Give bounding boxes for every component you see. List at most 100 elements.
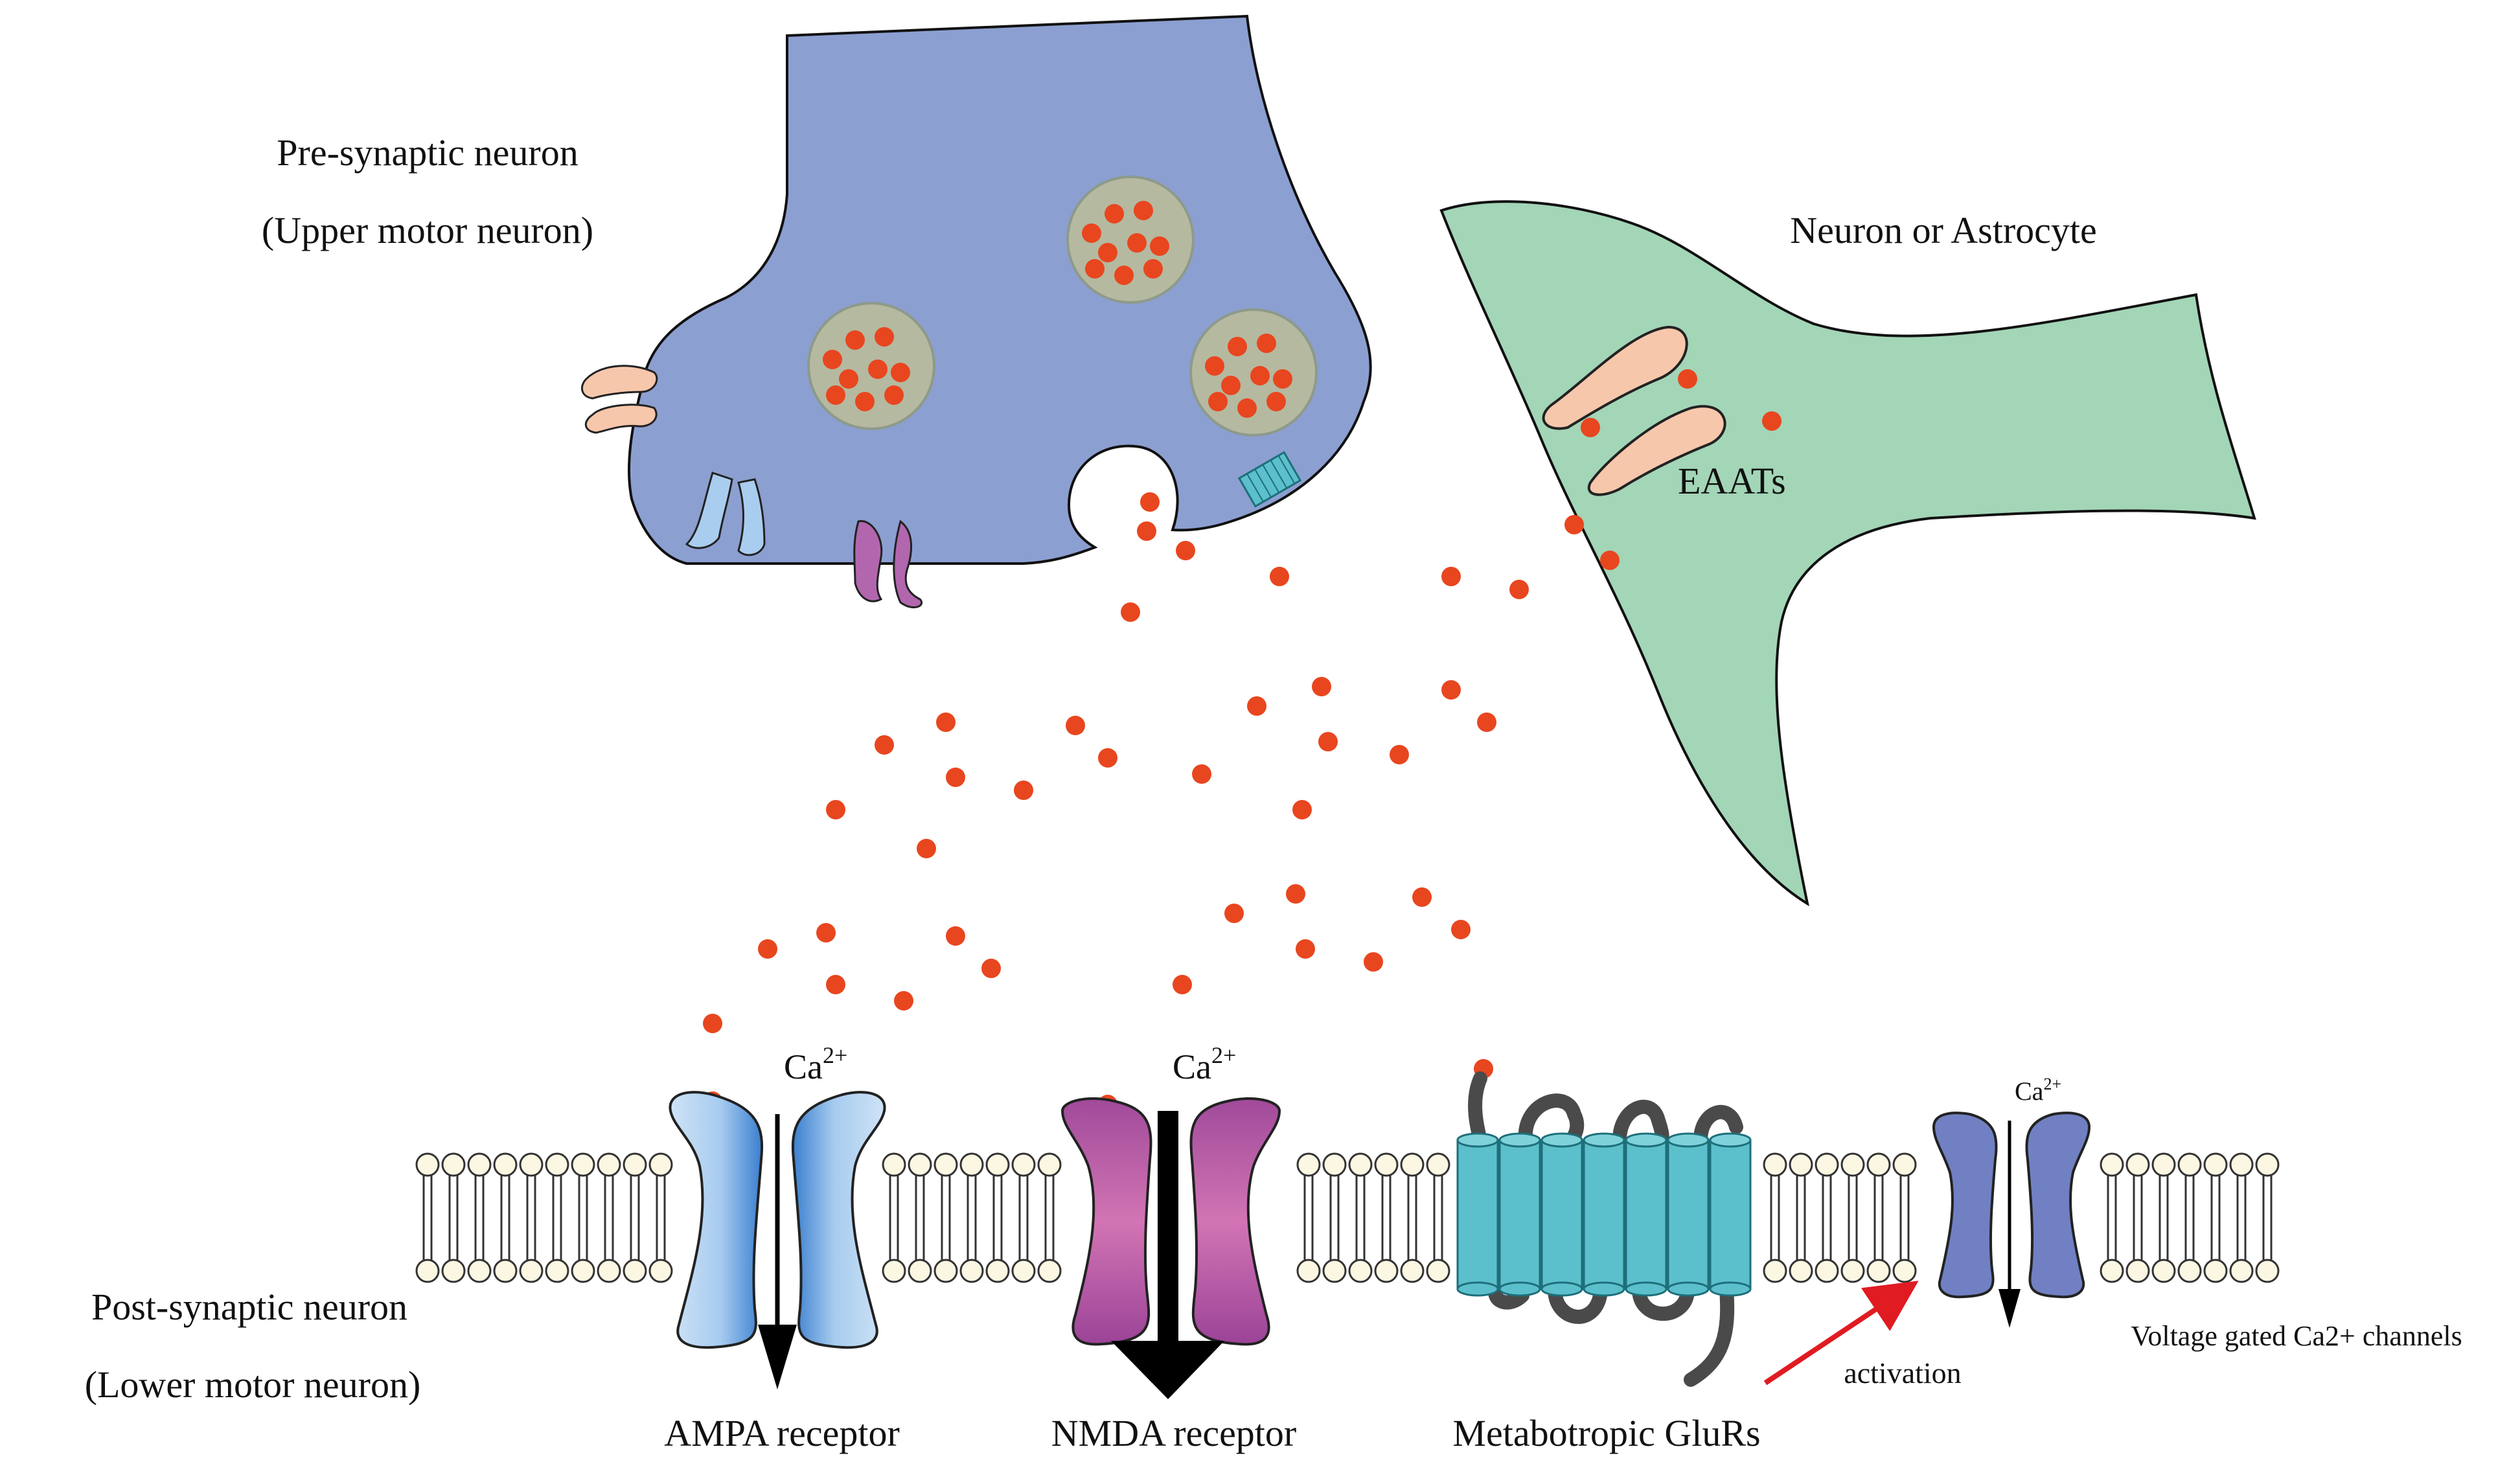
- glutamate-dot: [917, 839, 936, 858]
- eaats-label: EAATs: [1678, 460, 1786, 502]
- glutamate-dot: [1014, 781, 1033, 800]
- glutamate-dot: [1137, 521, 1156, 541]
- vesicle-glutamate-dot: [891, 363, 910, 382]
- phospholipid: [648, 1152, 673, 1283]
- glutamate-dot: [1292, 800, 1312, 819]
- glutamate-dot: [1441, 680, 1461, 700]
- mglur-helix-top: [1667, 1132, 1710, 1148]
- presynaptic-eaat-icon: [580, 365, 658, 434]
- mglur-helix: [1541, 1139, 1583, 1290]
- vesicle-glutamate-dot: [1098, 243, 1117, 262]
- vesicle-glutamate-dot: [1221, 376, 1241, 395]
- mglur-helix-top: [1583, 1132, 1625, 1148]
- pre-synaptic-label: Pre-synaptic neuron: [277, 131, 578, 174]
- glutamate-dot: [758, 939, 777, 959]
- phospholipid: [2125, 1152, 2150, 1283]
- vesicle-glutamate-dot: [1273, 369, 1292, 389]
- nmda-receptor-label: NMDA receptor: [1051, 1412, 1297, 1454]
- glutamate-dot: [981, 959, 1001, 978]
- mglur-helix: [1456, 1139, 1499, 1290]
- vesicle-glutamate-dot: [1114, 266, 1134, 285]
- phospholipid: [2255, 1152, 2280, 1283]
- glutamate-dot: [1509, 580, 1529, 599]
- presynaptic-mglur-icon: [1237, 451, 1302, 508]
- phospholipid: [2203, 1152, 2228, 1283]
- glutamate-dot: [1312, 677, 1331, 696]
- vgcc-label: Voltage gated Ca2+ channels: [2131, 1320, 2462, 1352]
- phospholipid: [934, 1152, 958, 1283]
- vesicle-glutamate-dot: [1208, 392, 1228, 411]
- phospholipid: [441, 1152, 466, 1283]
- phospholipid: [1011, 1152, 1036, 1283]
- mglur-helix-top: [1625, 1132, 1667, 1148]
- vesicle-glutamate-dot: [1127, 233, 1147, 253]
- glutamate-dot: [946, 768, 965, 787]
- nmda-receptor-channel: [1060, 1097, 1281, 1399]
- astrocyte: [1439, 200, 2256, 907]
- vesicle-glutamate-dots: [823, 201, 1292, 418]
- post-synaptic-membrane: [415, 1152, 2280, 1283]
- phospholipid: [1892, 1152, 1917, 1283]
- glutamate-molecules: [703, 369, 1781, 1114]
- phospholipid: [1374, 1152, 1399, 1283]
- mglur-helix: [1583, 1139, 1625, 1290]
- glutamate-dot: [1441, 567, 1461, 586]
- vesicle-glutamate-dot: [1134, 201, 1153, 220]
- vesicle-glutamate-dot: [1085, 259, 1105, 279]
- vesicle-glutamate-dot: [1237, 398, 1257, 418]
- mglur-helix-bottom: [1498, 1281, 1541, 1297]
- phospholipid: [467, 1152, 492, 1283]
- phospholipid: [908, 1152, 932, 1283]
- pre-synaptic-sublabel: (Upper motor neuron): [262, 209, 593, 251]
- glutamate-dot: [1247, 696, 1266, 716]
- phospholipid: [519, 1152, 544, 1283]
- glutamate-dot: [1286, 884, 1305, 904]
- glutamate-dot: [1390, 745, 1409, 764]
- voltage-gated-ca-channel: [1932, 1112, 2091, 1328]
- post-synaptic-label: Post-synaptic neuron: [91, 1286, 407, 1328]
- glutamate-dot: [894, 991, 913, 1010]
- vesicle-glutamate-dot: [1105, 204, 1124, 223]
- mglur-helix-bottom: [1667, 1281, 1710, 1297]
- glutamate-dot: [1098, 748, 1117, 768]
- phospholipid: [1322, 1152, 1347, 1283]
- activation-arrow: [1763, 1281, 1919, 1386]
- glutamate-dot: [1121, 602, 1140, 622]
- glutamate-dot: [1192, 764, 1211, 784]
- vesicle-glutamate-dot: [1266, 392, 1286, 411]
- phospholipid: [493, 1152, 518, 1283]
- vesicle-glutamate-dot: [1228, 337, 1247, 356]
- glutamate-dot: [703, 1014, 722, 1033]
- post-synaptic-sublabel: (Lower motor neuron): [85, 1364, 421, 1406]
- glutamate-dot: [826, 800, 845, 819]
- astrocyte-eaat-transporter: [1542, 325, 1726, 496]
- glutamate-dot: [1762, 411, 1781, 431]
- mglur-helix: [1667, 1139, 1710, 1290]
- vesicle-glutamate-dot: [868, 360, 888, 379]
- phospholipid: [545, 1152, 569, 1283]
- glutamate-dot: [1364, 952, 1383, 972]
- metabotropic-glur: [1456, 1071, 1752, 1387]
- vesicle-glutamate-dot: [875, 327, 894, 347]
- glutamate-dot: [875, 735, 894, 755]
- phospholipid: [985, 1152, 1010, 1283]
- vesicle-glutamate-dot: [1143, 259, 1163, 279]
- vesicle-glutamate-dot: [884, 385, 904, 405]
- mglur-helix-bottom: [1541, 1281, 1583, 1297]
- mglur-transmembrane-helices: [1456, 1132, 1752, 1297]
- vesicle-glutamate-dot: [823, 350, 842, 369]
- mglur-helix-bottom: [1583, 1281, 1625, 1297]
- glutamate-dot: [1412, 887, 1432, 907]
- vesicle-glutamate-dot: [1205, 356, 1224, 376]
- glutamate-dot: [1477, 713, 1496, 732]
- vesicle-glutamate-dot: [855, 392, 875, 411]
- ampa-ca-label: Ca2+: [784, 1042, 847, 1086]
- glutamate-dot: [1066, 716, 1085, 735]
- phospholipid: [2100, 1152, 2124, 1283]
- glutamate-dot: [1296, 939, 1315, 959]
- glutamate-dot: [1318, 732, 1338, 751]
- pre-synaptic-neuron: [580, 14, 1372, 609]
- activation-label: activation: [1844, 1356, 1961, 1389]
- phospholipid: [2151, 1152, 2176, 1283]
